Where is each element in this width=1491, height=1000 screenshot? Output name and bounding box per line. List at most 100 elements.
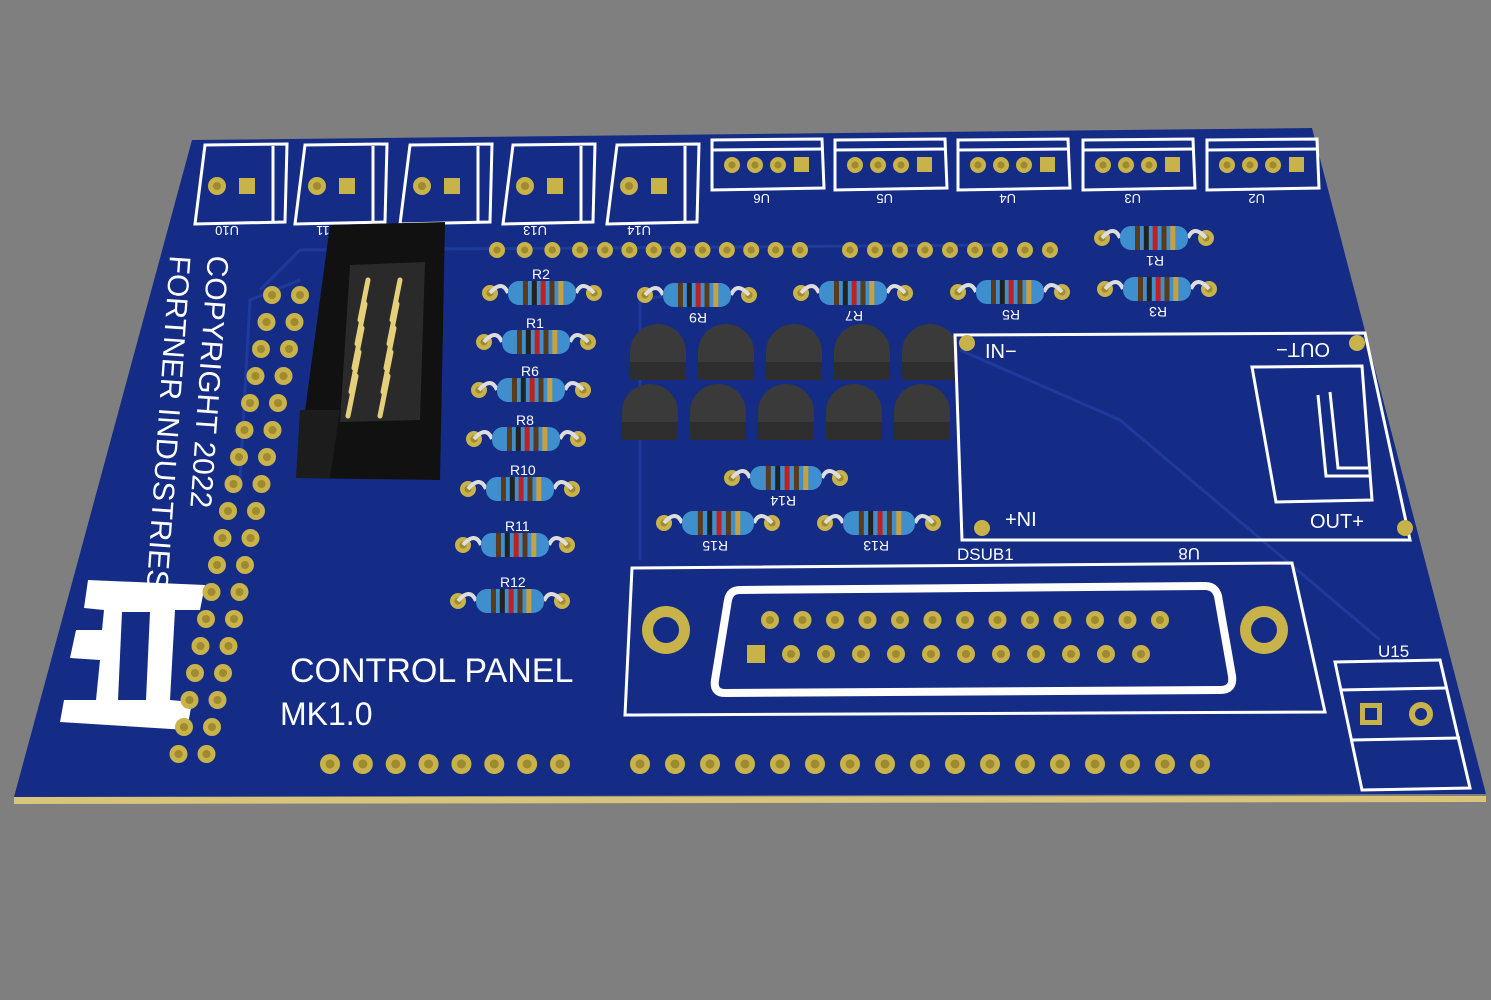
pad-hole (1021, 246, 1029, 254)
pad-hole (202, 749, 211, 759)
resistor: R10 (460, 462, 580, 501)
square-pad (651, 178, 667, 194)
pad-hole (262, 317, 271, 327)
resistor: R13 (817, 511, 941, 554)
square-pad (747, 645, 765, 663)
pad-hole (240, 425, 249, 435)
pad-hole (548, 246, 556, 254)
pad-hole (698, 246, 707, 254)
pad-hole (218, 533, 227, 543)
pad-hole (786, 649, 796, 659)
pad-hole (284, 344, 294, 354)
pad-hole (522, 759, 532, 769)
pad-hole (174, 749, 183, 759)
pad-hole (424, 759, 434, 769)
pad-hole (290, 317, 299, 327)
pad-hole (775, 759, 785, 769)
pad-hole (863, 615, 872, 625)
resistor-label: R1 (526, 315, 544, 331)
pad-hole (256, 344, 266, 354)
resistor: R1 (476, 315, 596, 354)
transistor (894, 384, 950, 440)
square-pad (1165, 157, 1180, 172)
pad-hole (880, 759, 890, 769)
pad-hole (747, 246, 755, 254)
pad-hole (856, 649, 866, 659)
pad-hole (896, 246, 904, 254)
pad-hole (273, 398, 283, 408)
pad-hole (1020, 759, 1030, 769)
pad-hole (1025, 615, 1035, 625)
pad-hole (765, 615, 775, 625)
resistor: R6 (471, 363, 591, 402)
pad-hole (830, 615, 840, 625)
resistor: R3 (1097, 277, 1217, 320)
pad-hole (207, 722, 217, 732)
pad-hole (921, 246, 929, 254)
converter-in-plus: +NI (1005, 509, 1037, 531)
pad-hole (1145, 161, 1153, 169)
resistor-label: R10 (510, 462, 536, 478)
pad-hole (851, 161, 859, 169)
pad-hole (961, 649, 971, 659)
pad-hole (223, 506, 233, 516)
pad-hole (262, 452, 272, 462)
resistor-label: R12 (500, 574, 526, 590)
pad-hole (1136, 649, 1146, 659)
top-pad-header (489, 242, 1058, 258)
pad-hole (456, 759, 466, 769)
pad-hole (728, 161, 736, 169)
terminal-ref: U10 (215, 223, 239, 238)
pad-hole (295, 290, 305, 300)
pad-hole (946, 246, 954, 254)
pad-hole (1046, 246, 1054, 254)
pad-hole (246, 533, 255, 543)
pad-hole (674, 246, 682, 254)
pad-hole (926, 649, 936, 659)
pad-hole (489, 759, 499, 769)
resistor: R9 (637, 283, 757, 326)
resistor: R15 (656, 511, 780, 554)
pad-hole (1101, 649, 1111, 659)
resistor-label: R15 (702, 538, 728, 554)
pad-hole (796, 246, 804, 254)
pad-hole (751, 161, 759, 169)
resistor-label: R5 (1002, 307, 1020, 323)
pad-hole (1058, 615, 1067, 625)
resistor-label: R14 (770, 493, 796, 509)
pad-hole (245, 398, 255, 408)
pad-hole (985, 759, 995, 769)
resistor-label: R13 (863, 538, 889, 554)
idc-connector (296, 222, 445, 480)
resistor-label: R9 (689, 310, 707, 326)
pad-hole (201, 614, 211, 624)
pad-hole (874, 161, 882, 169)
pad-hole (897, 161, 905, 169)
board-title: CONTROL PANEL (290, 652, 573, 690)
pad-hole (268, 425, 277, 435)
pad-hole (358, 759, 368, 769)
pad-hole (723, 246, 731, 254)
resistor: R14 (724, 466, 848, 509)
transistor (690, 384, 746, 440)
resistor-label: R11 (505, 518, 530, 534)
square-pad (794, 157, 809, 172)
pad-hole (624, 181, 634, 191)
resistor: R5 (950, 280, 1070, 323)
pad-hole (810, 759, 820, 769)
pad-hole (1066, 649, 1076, 659)
pad-hole (993, 615, 1002, 625)
square-pad (1040, 157, 1055, 172)
transistor (698, 324, 754, 380)
pcb-board-edge (14, 796, 1486, 804)
pad-hole (798, 615, 807, 625)
pad-hole (772, 246, 780, 254)
dsub-ref: DSUB1 (957, 545, 1014, 564)
pad-hole (1155, 615, 1165, 625)
bottom-pad-header (320, 754, 1210, 774)
pad-hole (224, 641, 233, 651)
pad-hole (960, 615, 970, 625)
